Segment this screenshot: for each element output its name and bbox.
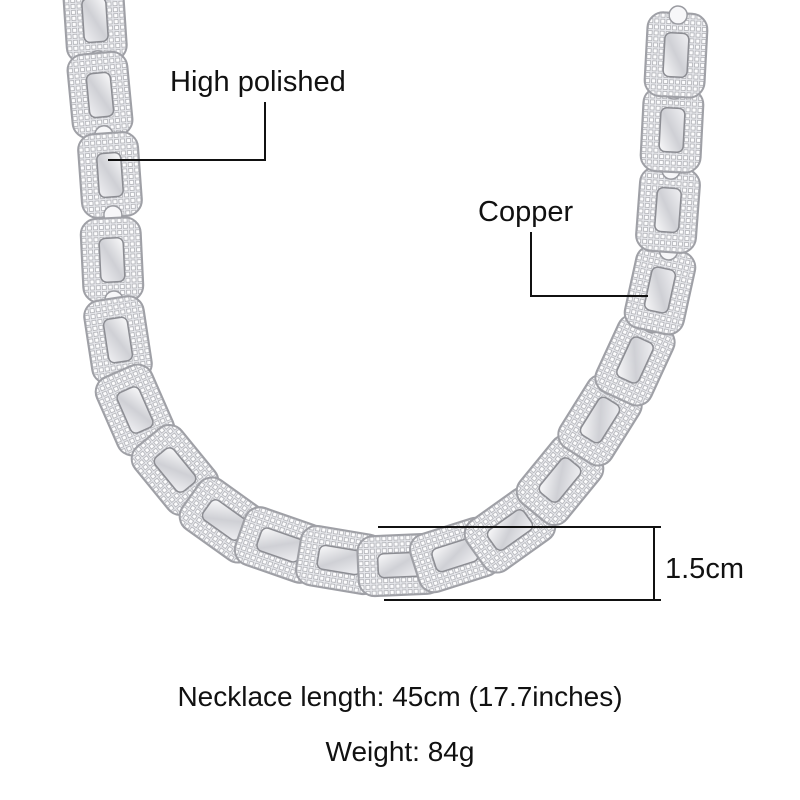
- finish-callout-line: [108, 102, 266, 161]
- chain-link: [77, 131, 143, 225]
- finish-label: High polished: [170, 66, 346, 98]
- chain-link: [635, 160, 701, 254]
- chain-links: [62, 0, 709, 598]
- material-callout-line: [530, 232, 648, 297]
- chain-link: [643, 5, 709, 99]
- material-label: Copper: [478, 196, 574, 228]
- necklace-length-text: Necklace length: 45cm (17.7inches): [177, 681, 623, 712]
- necklace-weight-text: Weight: 84g: [325, 736, 475, 767]
- chain-link: [79, 216, 145, 310]
- width-label: 1.5cm: [665, 553, 744, 585]
